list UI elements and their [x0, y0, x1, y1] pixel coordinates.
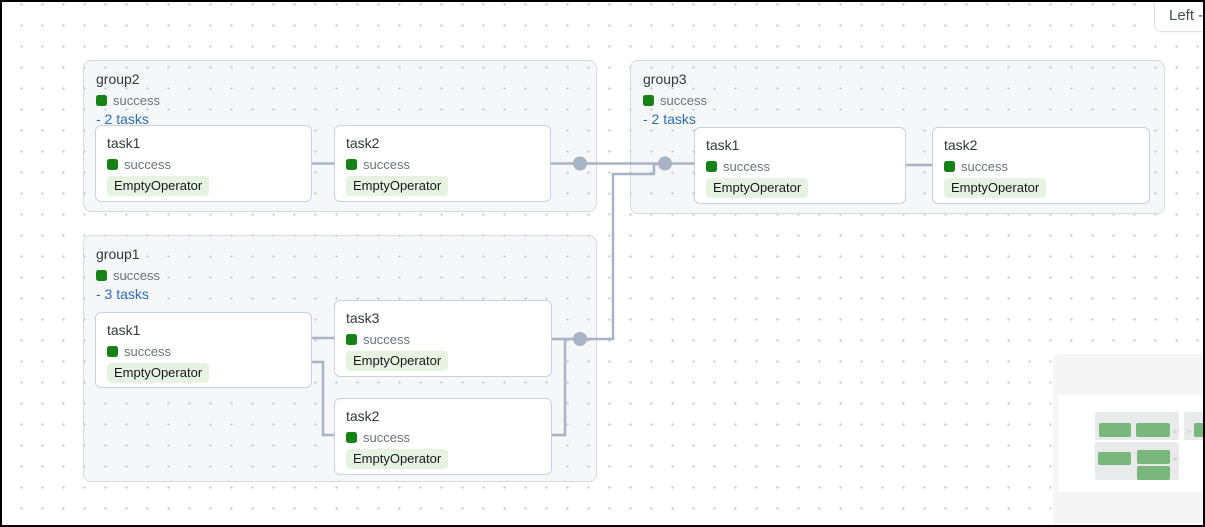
minimap-task: [1098, 452, 1131, 465]
operator-badge: EmptyOperator: [346, 449, 449, 469]
task-node-group2-task1[interactable]: task1 success EmptyOperator: [95, 125, 312, 202]
task-status-label: success: [124, 343, 171, 359]
operator-badge: EmptyOperator: [346, 351, 449, 371]
minimap-task: [1136, 423, 1170, 437]
task-node-group1-task1[interactable]: task1 success EmptyOperator: [95, 312, 312, 388]
group-title[interactable]: group3: [643, 71, 687, 87]
task-node-group1-task3[interactable]: task3 success EmptyOperator: [334, 300, 552, 377]
task-status-label: success: [961, 158, 1008, 174]
minimap-junction-dot: [1173, 430, 1177, 434]
group-title[interactable]: group2: [96, 71, 140, 87]
success-status-icon: [643, 94, 654, 106]
task-node-group3-task2[interactable]: task2 success EmptyOperator: [932, 127, 1150, 204]
minimap-junction-dot: [1173, 457, 1177, 461]
success-status-icon: [346, 431, 357, 443]
task-title: task2: [346, 408, 380, 424]
task-node-group2-task2[interactable]: task2 success EmptyOperator: [334, 125, 551, 202]
success-status-icon: [96, 269, 107, 281]
task-status-label: success: [363, 331, 410, 347]
success-status-icon: [346, 333, 357, 345]
success-status-icon: [96, 94, 107, 106]
task-title: task1: [706, 137, 740, 153]
group-status-label: success: [113, 92, 160, 108]
minimap-task: [1194, 423, 1203, 437]
minimap-task: [1099, 423, 1131, 437]
success-status-icon: [944, 160, 955, 172]
minimap-task: [1137, 450, 1170, 464]
task-node-group1-task2[interactable]: task2 success EmptyOperator: [334, 398, 552, 475]
task-title: task1: [107, 322, 141, 338]
operator-badge: EmptyOperator: [706, 178, 809, 198]
operator-badge: EmptyOperator: [346, 176, 449, 196]
task-title: task2: [944, 137, 978, 153]
task-status-label: success: [363, 429, 410, 445]
task-status-label: success: [124, 156, 171, 172]
minimap-junction-dot: [1188, 430, 1191, 433]
group-status-label: success: [113, 267, 160, 283]
group-collapse-toggle[interactable]: - 2 tasks: [643, 111, 696, 127]
layout-direction-select[interactable]: Left ->: [1154, 2, 1204, 32]
success-status-icon: [107, 158, 118, 170]
success-status-icon: [706, 160, 717, 172]
operator-badge: EmptyOperator: [107, 176, 210, 196]
task-status-label: success: [723, 158, 770, 174]
task-title: task2: [346, 135, 380, 151]
task-title: task3: [346, 310, 380, 326]
task-title: task1: [107, 135, 141, 151]
success-status-icon: [107, 345, 118, 357]
group-status-label: success: [660, 92, 707, 108]
operator-badge: EmptyOperator: [944, 178, 1047, 198]
minimap[interactable]: [1053, 354, 1203, 523]
task-status-label: success: [363, 156, 410, 172]
group-collapse-toggle[interactable]: - 3 tasks: [96, 286, 149, 302]
minimap-task: [1137, 466, 1170, 480]
group-title[interactable]: group1: [96, 246, 140, 262]
success-status-icon: [346, 158, 357, 170]
operator-badge: EmptyOperator: [107, 363, 210, 383]
task-node-group3-task1[interactable]: task1 success EmptyOperator: [694, 127, 906, 204]
layout-direction-value: Left ->: [1169, 7, 1204, 24]
group-collapse-toggle[interactable]: - 2 tasks: [96, 111, 149, 127]
